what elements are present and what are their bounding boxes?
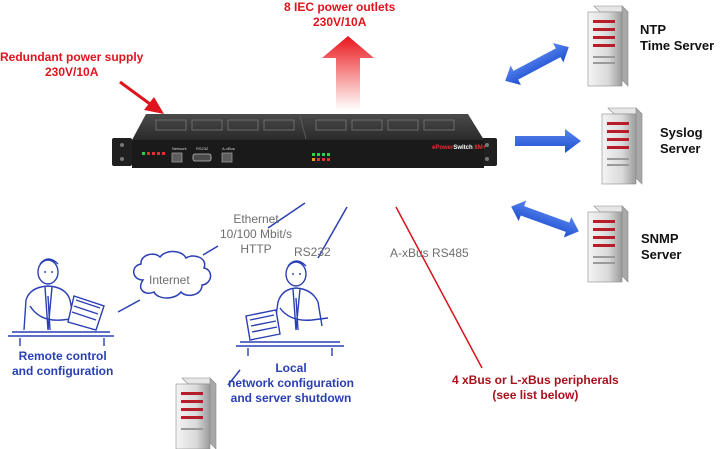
local-config-label-line-3: and server shutdown: [230, 391, 352, 405]
ntp-server-label-line-1: NTP: [640, 22, 666, 37]
internet-cloud-icon: [133, 250, 212, 299]
power-switch-device: Network RS232 A-xBus ePowerSwitch 8M+: [112, 114, 497, 168]
syslog-server-label-line-2: Server: [660, 141, 701, 156]
port-label-axbus: A-xBus: [222, 146, 235, 151]
ethernet-label-line-2: 10/100 Mbit/s: [220, 227, 293, 241]
remote-control-label: Remote control and configuration: [12, 349, 113, 379]
port-label-network: Network: [172, 146, 187, 151]
outlets-label-line-1: 8 IEC power outlets: [284, 0, 396, 14]
outlets-label-line-2: 230V/10A: [312, 15, 367, 29]
ethernet-label: Ethernet 10/100 Mbit/s HTTP: [220, 212, 292, 257]
peripherals-label: 4 xBus or L-xBus peripherals (see list b…: [452, 373, 619, 403]
snmp-server-label-line-1: SNMP: [641, 231, 679, 246]
local-config-label-line-1: Local: [275, 361, 307, 375]
syslog-server-icon: [601, 107, 643, 185]
syslog-server-label-line-1: Syslog: [660, 125, 703, 140]
remote-control-label-line-1: Remote control: [18, 349, 107, 363]
local-server-icon: [175, 377, 217, 449]
ethernet-label-line-1: Ethernet: [233, 212, 279, 226]
remote-control-label-line-2: and configuration: [12, 364, 114, 378]
device-brand-label: ePowerSwitch 8M+: [432, 145, 487, 151]
ntp-server-label-line-2: Time Server: [640, 38, 715, 53]
local-config-label: Local network configuration and server s…: [228, 361, 354, 406]
internet-label: Internet: [149, 273, 190, 287]
outlets-label: 8 IEC power outlets 230V/10A: [284, 0, 395, 30]
axbus-line: [395, 206, 483, 369]
power-supply-label-line-1: Redundant power supply: [0, 50, 144, 64]
remote-user-icon: [8, 258, 114, 346]
syslog-server-label: Syslog Server: [660, 125, 703, 157]
port-label-rs232: RS232: [196, 146, 209, 151]
ethernet-to-internet-line: [202, 245, 219, 256]
axbus-label: A-xBus RS485: [390, 246, 469, 260]
snmp-double-arrow: [511, 200, 579, 238]
outlets-arrow: [322, 36, 374, 110]
ethernet-label-line-3: HTTP: [240, 242, 272, 256]
snmp-server-icon: [587, 205, 629, 283]
rs232-label: RS232: [294, 245, 331, 259]
local-to-server-line: [227, 369, 241, 386]
peripherals-label-line-2: (see list below): [492, 388, 579, 402]
internet-to-remote-line: [117, 299, 141, 313]
rs232-line: [317, 206, 348, 259]
snmp-server-label: SNMP Server: [641, 231, 681, 263]
peripherals-label-line-1: 4 xBus or L-xBus peripherals: [452, 373, 619, 387]
snmp-server-label-line-2: Server: [641, 247, 682, 262]
power-supply-arrow: [119, 80, 164, 114]
ntp-server-label: NTP Time Server: [640, 22, 714, 54]
local-config-label-line-2: network configuration: [228, 376, 354, 390]
ntp-server-icon: [587, 5, 629, 87]
syslog-arrow: [515, 129, 581, 153]
ethernet-line: [267, 202, 306, 229]
power-supply-label: Redundant power supply 230V/10A: [0, 50, 143, 80]
ntp-double-arrow: [505, 43, 569, 85]
local-user-icon: [236, 260, 344, 356]
power-supply-label-line-2: 230V/10A: [44, 65, 99, 79]
